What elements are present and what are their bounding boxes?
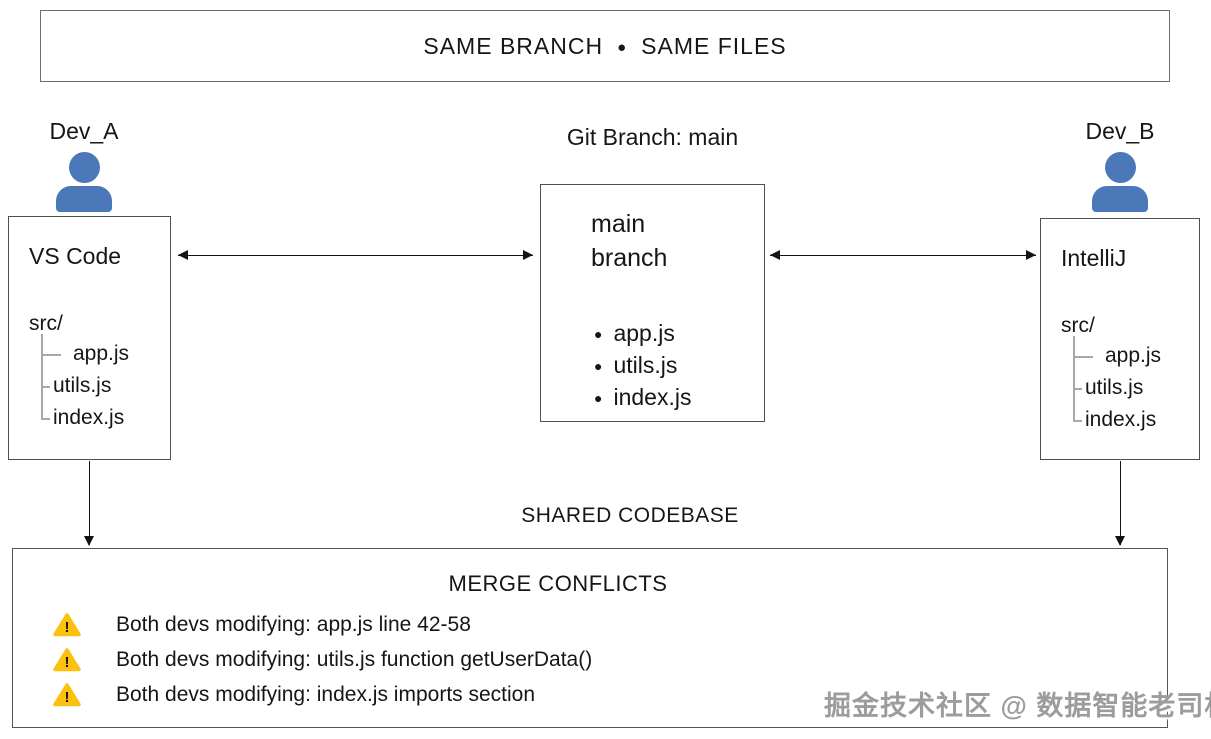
arrow-vscode-mergebox (84, 461, 95, 546)
file-tree-item: index.js (1073, 404, 1199, 436)
bullet-separator-icon: ● (617, 38, 628, 56)
folder-label: src/ (1061, 314, 1095, 337)
bullet-icon: ● (594, 390, 603, 406)
arrow-intellij-mergebox (1115, 461, 1126, 546)
main-branch-panel: main branch ● app.js ● utils.js ● index.… (540, 184, 765, 422)
conflict-text: Both devs modifying: index.js imports se… (116, 682, 536, 706)
file-tree: app.js utils.js index.js (1073, 336, 1199, 436)
branch-file-list: ● app.js ● utils.js ● index.js (594, 317, 764, 413)
merge-conflicts-title: MERGE CONFLICTS (448, 571, 668, 596)
editor-name: IntelliJ (1061, 245, 1127, 271)
banner-same-branch-same-files: SAME BRANCH ● SAME FILES (40, 10, 1170, 82)
file-tree-item: utils.js (41, 370, 170, 402)
git-branch-label: Git Branch: main (566, 124, 739, 150)
bullet-icon: ● (594, 358, 603, 374)
conflict-item: ! Both devs modifying: index.js imports … (53, 677, 1147, 712)
shared-codebase-label: SHARED CODEBASE (521, 504, 739, 527)
conflict-list: ! Both devs modifying: app.js line 42-58… (53, 607, 1147, 712)
dev-a-label: Dev_A (49, 118, 119, 144)
arrow-mainbranch-intellij (770, 250, 1036, 260)
person-body-icon (1092, 186, 1148, 212)
dev-b-label: Dev_B (1085, 118, 1155, 144)
intellij-panel: IntelliJ src/ app.js utils.js index.js (1040, 218, 1200, 460)
watermark-text: 掘金技术社区 @ 数据智能老司机 (824, 691, 1211, 721)
file-tree-item: index.js (41, 402, 170, 434)
file-tree-item: app.js (1073, 340, 1199, 372)
warning-glyph: ! (65, 689, 70, 706)
banner-text-left: SAME BRANCH (423, 32, 604, 59)
file-tree-item: app.js (41, 338, 170, 370)
warning-icon: ! (53, 647, 81, 671)
branch-file-name: index.js (613, 384, 692, 410)
warning-glyph: ! (65, 619, 70, 636)
warning-icon: ! (53, 682, 81, 706)
person-head-icon (1104, 152, 1136, 183)
branch-file-name: utils.js (613, 352, 678, 378)
warning-icon: ! (53, 612, 81, 636)
bullet-icon: ● (594, 326, 603, 342)
conflict-text: Both devs modifying: utils.js function g… (116, 647, 593, 671)
branch-file-item: ● index.js (594, 381, 764, 413)
person-body-icon (56, 186, 112, 212)
file-tree: app.js utils.js index.js (41, 334, 170, 434)
file-tree-item: utils.js (1073, 372, 1199, 404)
vs-code-panel: VS Code src/ app.js utils.js index.js (8, 216, 171, 460)
person-head-icon (68, 152, 100, 183)
merge-conflicts-panel: MERGE CONFLICTS ! Both devs modifying: a… (12, 548, 1168, 728)
conflict-item: ! Both devs modifying: app.js line 42-58 (53, 607, 1147, 642)
warning-glyph: ! (65, 654, 70, 671)
banner-text-right: SAME FILES (641, 32, 787, 59)
person-icon (1092, 152, 1148, 212)
conflict-text: Both devs modifying: app.js line 42-58 (116, 612, 471, 636)
dev-a-figure: Dev_A (24, 118, 144, 212)
branch-file-item: ● utils.js (594, 349, 764, 381)
folder-label: src/ (29, 312, 63, 335)
branch-box-title: main branch (591, 210, 668, 272)
conflict-item: ! Both devs modifying: utils.js function… (53, 642, 1147, 677)
arrow-vscode-mainbranch (178, 250, 533, 260)
person-icon (56, 152, 112, 212)
dev-b-figure: Dev_B (1060, 118, 1180, 212)
branch-file-item: ● app.js (594, 317, 764, 349)
branch-file-name: app.js (613, 320, 675, 346)
editor-name: VS Code (29, 243, 122, 269)
